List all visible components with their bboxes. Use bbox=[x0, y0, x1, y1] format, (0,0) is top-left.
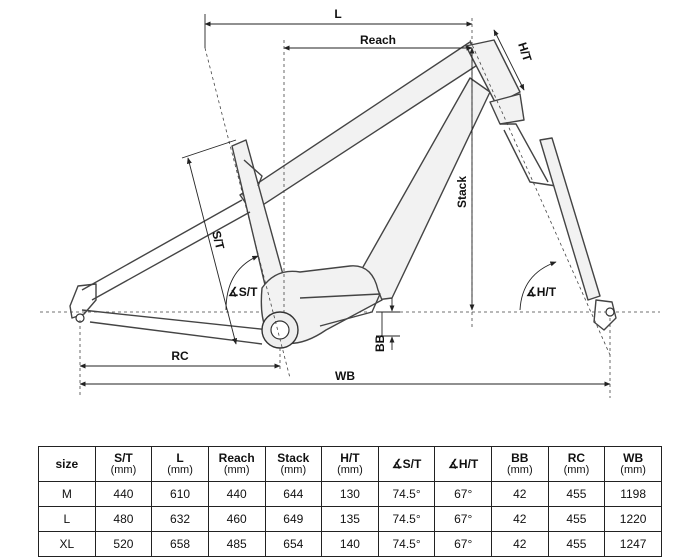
column-header-rc: RC(mm) bbox=[547, 446, 606, 482]
column-header-st: S/T(mm) bbox=[94, 446, 153, 482]
table-cell: M bbox=[38, 481, 96, 507]
table-cell: 440 bbox=[94, 481, 153, 507]
bike-geometry-diagram: L Reach H/T Stack S/T ∡S/T ∡H/T BB RC WB bbox=[40, 7, 660, 398]
table-row: XL 520 658 485 654 140 74.5° 67° 42 455 … bbox=[38, 531, 662, 557]
table-cell: 485 bbox=[207, 531, 266, 557]
table-cell: 135 bbox=[321, 506, 379, 532]
table-cell: 644 bbox=[264, 481, 323, 507]
table-cell: 658 bbox=[151, 531, 209, 557]
table-cell: 654 bbox=[264, 531, 323, 557]
table-cell: 67° bbox=[434, 506, 492, 532]
table-cell: 1198 bbox=[604, 481, 662, 507]
ht-angle-label: ∡H/T bbox=[526, 285, 557, 299]
column-header-ht: H/T(mm) bbox=[321, 446, 379, 482]
table-cell: 74.5° bbox=[377, 506, 436, 532]
table-cell: 520 bbox=[94, 531, 153, 557]
bb-label: BB bbox=[373, 334, 387, 352]
column-header-bb: BB(mm) bbox=[491, 446, 549, 482]
table-cell: 67° bbox=[434, 531, 492, 557]
table-cell: 67° bbox=[434, 481, 492, 507]
st-angle-label: ∡S/T bbox=[228, 285, 258, 299]
table-cell: 1247 bbox=[604, 531, 662, 557]
table-cell: XL bbox=[38, 531, 96, 557]
table-row: L 480 632 460 649 135 74.5° 67° 42 455 1… bbox=[38, 506, 662, 532]
column-header-stack: Stack(mm) bbox=[264, 446, 323, 482]
table-cell: 455 bbox=[547, 531, 606, 557]
table-cell: 1220 bbox=[604, 506, 662, 532]
st-angle-arc bbox=[225, 255, 259, 311]
table-cell: 649 bbox=[264, 506, 323, 532]
table-cell: 455 bbox=[547, 481, 606, 507]
l-label: L bbox=[334, 7, 341, 21]
table-cell: 74.5° bbox=[377, 531, 436, 557]
table-cell: 42 bbox=[491, 481, 549, 507]
table-cell: 42 bbox=[491, 531, 549, 557]
table-cell: 632 bbox=[151, 506, 209, 532]
wb-label: WB bbox=[335, 369, 355, 383]
column-header-reach: Reach(mm) bbox=[207, 446, 266, 482]
table-cell: L bbox=[38, 506, 96, 532]
table-cell: 42 bbox=[491, 506, 549, 532]
stack-label: Stack bbox=[455, 176, 469, 208]
table-cell: 440 bbox=[207, 481, 266, 507]
front-axle bbox=[605, 307, 615, 317]
column-header-ht-angle: ∡H/T bbox=[434, 446, 492, 482]
table-row: M 440 610 440 644 130 74.5° 67° 42 455 1… bbox=[38, 481, 662, 507]
ht-label: H/T bbox=[515, 41, 534, 64]
table-cell: 455 bbox=[547, 506, 606, 532]
rc-label: RC bbox=[171, 349, 189, 363]
table-header-row: size S/T(mm) L(mm) Reach(mm) Stack(mm) H… bbox=[38, 446, 662, 482]
column-header-wb: WB(mm) bbox=[604, 446, 662, 482]
st-label: S/T bbox=[209, 229, 227, 251]
column-header-st-angle: ∡S/T bbox=[377, 446, 436, 482]
ht-angle-arc bbox=[519, 261, 557, 311]
column-header-size: size bbox=[38, 446, 96, 482]
table-cell: 140 bbox=[321, 531, 379, 557]
geometry-table: size S/T(mm) L(mm) Reach(mm) Stack(mm) H… bbox=[38, 446, 662, 557]
st-dimension-line bbox=[186, 157, 238, 345]
table-cell: 74.5° bbox=[377, 481, 436, 507]
table-cell: 460 bbox=[207, 506, 266, 532]
table-cell: 610 bbox=[151, 481, 209, 507]
reach-label: Reach bbox=[360, 33, 396, 47]
ht-dimension-line bbox=[493, 29, 525, 91]
table-cell: 130 bbox=[321, 481, 379, 507]
table-cell: 480 bbox=[94, 506, 153, 532]
column-header-l: L(mm) bbox=[151, 446, 209, 482]
